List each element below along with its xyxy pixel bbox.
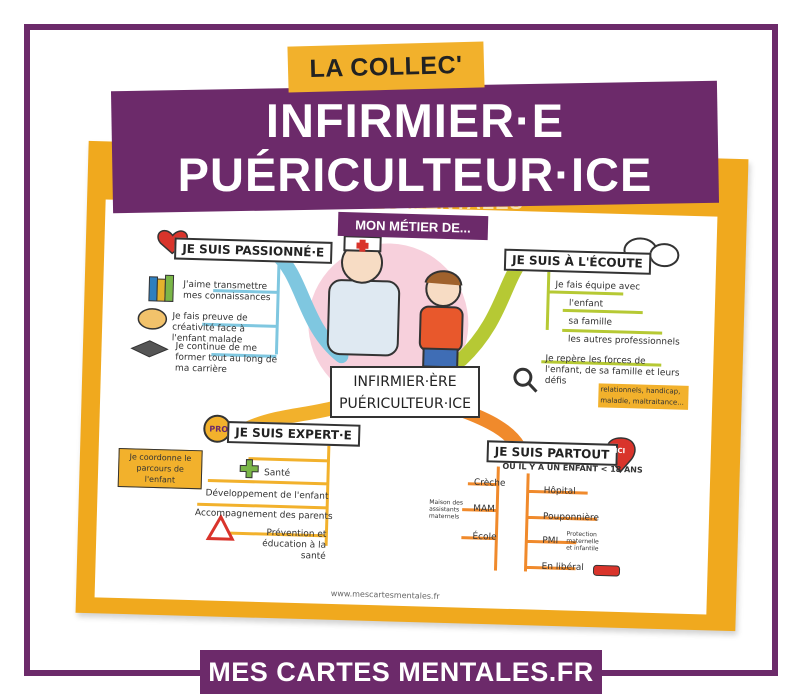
graduation-cap-icon	[130, 340, 169, 358]
title-line-2: PUÉRICULTEUR·ICE	[177, 148, 653, 201]
partout-place: PMI	[542, 535, 559, 547]
warning-icon	[205, 513, 235, 541]
expert-item: Prévention et éducation à la santé	[262, 528, 327, 562]
expert-item: Santé	[263, 468, 291, 479]
pin-label: ICI	[614, 446, 626, 456]
pro-badge-label: PRO	[209, 424, 229, 435]
branch-ecoute	[454, 250, 532, 367]
site-footer[interactable]: MES CARTES MENTALES.FR	[200, 650, 602, 694]
center-line-1: INFIRMIER·ÈRE	[353, 374, 457, 390]
health-cross-icon	[239, 459, 259, 479]
palette-icon	[137, 308, 168, 330]
ecoute-item: Je fais équipe avec	[555, 280, 641, 293]
center-box: INFIRMIER·ÈRE PUÉRICULTEUR·ICE	[330, 366, 480, 418]
ecoute-item: l'enfant	[568, 298, 604, 310]
speech-bubble-icon	[649, 243, 680, 268]
mam-note: Maison des assistants maternels	[428, 498, 464, 521]
mind-map-drawing	[130, 229, 680, 577]
branch-title-expert: JE SUIS EXPERT·E	[226, 421, 361, 447]
passionne-item: Je continue de me former tout au long de…	[174, 341, 278, 375]
partout-place: École	[472, 531, 497, 543]
passionne-item: J'aime transmettre mes connaissances	[182, 279, 271, 304]
collec-label: LA COLLEC'	[287, 41, 485, 93]
car-icon	[592, 564, 621, 577]
expert-side-note: Je coordonne le parcours de l'enfant	[117, 447, 203, 490]
ecoute-tag: relationnels, handicap, maladie, maltrai…	[598, 383, 689, 410]
pmi-note: Protection maternelle et infantile	[566, 530, 599, 553]
partout-place: En libéral	[541, 561, 584, 574]
partout-place: MAM	[473, 503, 495, 515]
partout-place: Pouponnière	[542, 511, 600, 524]
child-illustration	[418, 270, 464, 369]
nurse-illustration	[326, 235, 401, 357]
branch-title-passionne: JE SUIS PASSIONNÉ·E	[174, 237, 333, 264]
center-line-2: PUÉRICULTEUR·ICE	[339, 396, 471, 412]
magnifier-icon	[513, 367, 533, 387]
mind-map-poster: JE SUIS PASSIONNÉ·E JE SUIS À L'ÉCOUTE J…	[94, 199, 718, 615]
partout-place: Hôpital	[543, 485, 576, 497]
branch-title-ecoute: JE SUIS À L'ÉCOUTE	[503, 248, 652, 275]
page-title: INFIRMIER·E PUÉRICULTEUR·ICE	[112, 86, 718, 208]
partout-place: Crèche	[473, 477, 506, 489]
mon-metier-banner: MON MÉTIER DE...	[337, 211, 489, 241]
title-line-1: INFIRMIER·E	[265, 94, 565, 147]
ecoute-item: sa famille	[568, 316, 613, 328]
books-icon	[148, 274, 175, 302]
heart-icon	[157, 229, 189, 255]
